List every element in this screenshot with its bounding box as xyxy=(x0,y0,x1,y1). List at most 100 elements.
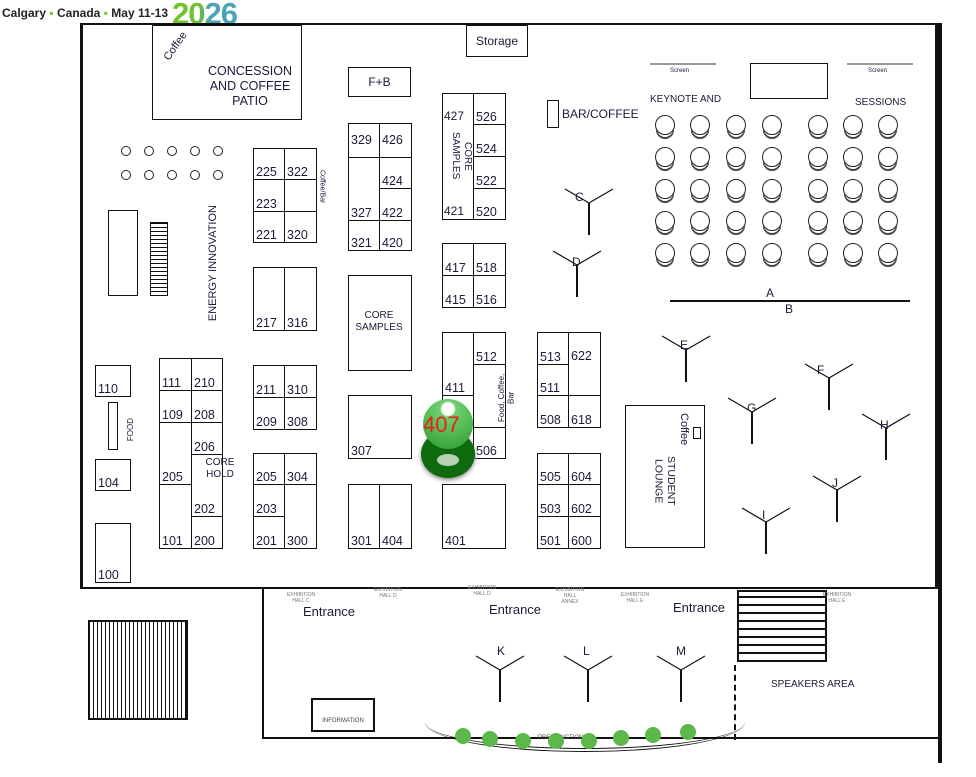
booth-503[interactable]: 503 xyxy=(537,484,569,517)
booth-320[interactable]: 320 xyxy=(284,211,317,243)
booth-321[interactable]: 321 xyxy=(348,220,380,251)
booth-427-421[interactable] xyxy=(442,93,474,220)
keynote-label: KEYNOTE AND xyxy=(650,94,722,105)
booth-322[interactable]: 322 xyxy=(284,148,317,180)
stand-line xyxy=(563,655,589,671)
booth-420[interactable]: 420 xyxy=(379,220,412,251)
tree-icon xyxy=(613,730,629,746)
stand-line xyxy=(656,655,682,671)
booth-100[interactable]: 100 xyxy=(95,523,131,583)
booth-520[interactable]: 520 xyxy=(473,188,506,220)
booth-301[interactable]: 301 xyxy=(348,484,380,549)
round-table-icon xyxy=(690,147,710,167)
booth-404[interactable]: 404 xyxy=(379,484,412,549)
booth-101[interactable]: 101 xyxy=(159,484,192,549)
booth-618[interactable]: 618 xyxy=(568,395,601,428)
booth-307[interactable]: 307 xyxy=(348,395,412,459)
booth-602[interactable]: 602 xyxy=(568,484,601,517)
student-lounge[interactable] xyxy=(625,405,705,548)
booth-513[interactable]: 513 xyxy=(537,332,569,365)
cocktail-table-icon xyxy=(213,146,223,156)
station-label-h: H xyxy=(880,418,889,432)
booth-205[interactable]: 205 xyxy=(159,422,192,485)
tree-icon xyxy=(645,727,661,743)
booth-104[interactable]: 104 xyxy=(95,459,131,491)
stand-line xyxy=(475,655,501,671)
booth-518[interactable]: 518 xyxy=(473,243,506,276)
coffee-bar-label: Coffee/Bar xyxy=(318,170,326,204)
booth-205[interactable]: 205 xyxy=(253,453,285,485)
tagline-country: Canada xyxy=(56,6,101,20)
tree-icon xyxy=(548,733,564,749)
booth-506[interactable]: 506 xyxy=(473,427,506,459)
booth-310[interactable]: 310 xyxy=(284,365,317,398)
booth-327[interactable]: 327 xyxy=(348,157,380,221)
station-label-f: F xyxy=(817,363,825,377)
booth-522[interactable]: 522 xyxy=(473,156,506,189)
booth-501[interactable]: 501 xyxy=(537,516,569,549)
prefunction-curve xyxy=(425,722,745,752)
booth-508[interactable]: 508 xyxy=(537,395,569,428)
core-samples-label-2: CORE SAMPLES xyxy=(450,132,473,180)
round-table-icon xyxy=(843,147,863,167)
round-table-icon xyxy=(655,147,675,167)
booth-422[interactable]: 422 xyxy=(379,188,412,221)
round-table-icon xyxy=(762,179,782,199)
stand-line xyxy=(741,507,767,523)
information-label: INFORMATION xyxy=(322,718,364,724)
booth-516[interactable]: 516 xyxy=(473,275,506,308)
stand-line xyxy=(885,413,911,429)
stand-line xyxy=(804,363,830,379)
booth-200[interactable]: 200 xyxy=(191,516,223,549)
booth-221[interactable]: 221 xyxy=(253,211,285,243)
exhibition-label: EXHIBITION HALL E xyxy=(620,592,650,604)
speakers-area-label: SPEAKERS AREA xyxy=(771,679,855,690)
round-table-icon xyxy=(808,147,828,167)
station-label-m: M xyxy=(676,644,686,658)
booth-427-label: 427 xyxy=(444,109,465,123)
round-table-icon xyxy=(878,243,898,263)
stand-line xyxy=(499,655,525,671)
coffee-bar-cell xyxy=(284,179,317,212)
fb-area[interactable]: F+B xyxy=(348,67,411,97)
information-desk[interactable] xyxy=(311,698,375,732)
round-table-icon xyxy=(726,211,746,231)
station-label-c: C xyxy=(575,190,584,204)
round-table-icon xyxy=(762,243,782,263)
booth-308[interactable]: 308 xyxy=(284,397,317,430)
round-table-icon xyxy=(726,147,746,167)
round-table-icon xyxy=(762,115,782,135)
booth-401[interactable]: 401 xyxy=(442,484,506,549)
booth-511[interactable]: 511 xyxy=(537,364,569,396)
booth-111[interactable]: 111 xyxy=(159,358,192,391)
station-label-j: J xyxy=(832,476,838,490)
stand-line xyxy=(680,655,706,671)
screen-label-left: Screen xyxy=(670,68,690,74)
booth-316[interactable]: 316 xyxy=(284,267,317,331)
lounge-coffee-label: Coffee xyxy=(678,413,691,446)
booth-526[interactable]: 526 xyxy=(473,93,506,125)
booth-600[interactable]: 600 xyxy=(568,516,601,549)
round-table-icon xyxy=(808,115,828,135)
booth-206[interactable]: 206 xyxy=(191,422,223,455)
speakers-stage xyxy=(737,590,827,662)
booth-201[interactable]: 201 xyxy=(253,516,285,549)
station-label-i: I xyxy=(762,508,766,522)
storage-room[interactable]: Storage xyxy=(466,25,528,57)
tree-icon xyxy=(680,724,696,740)
bar-coffee-label: BAR/COFFEE xyxy=(562,107,639,121)
booth-300[interactable]: 300 xyxy=(284,484,317,549)
booth-110[interactable]: 110 xyxy=(95,365,131,397)
booth-417[interactable]: 417 xyxy=(442,243,474,276)
entrance-label-3: Entrance xyxy=(673,600,726,615)
core-samples-area xyxy=(348,275,412,371)
booth-604[interactable]: 604 xyxy=(568,453,601,485)
core-samples-label: CORE SAMPLES xyxy=(355,310,403,333)
stand-line xyxy=(587,655,613,671)
booth-109[interactable]: 109 xyxy=(159,390,192,423)
round-table-icon xyxy=(878,179,898,199)
round-table-icon xyxy=(655,211,675,231)
booth-329[interactable]: 329 xyxy=(348,123,380,158)
cocktail-table-icon xyxy=(144,146,154,156)
round-table-icon xyxy=(843,115,863,135)
